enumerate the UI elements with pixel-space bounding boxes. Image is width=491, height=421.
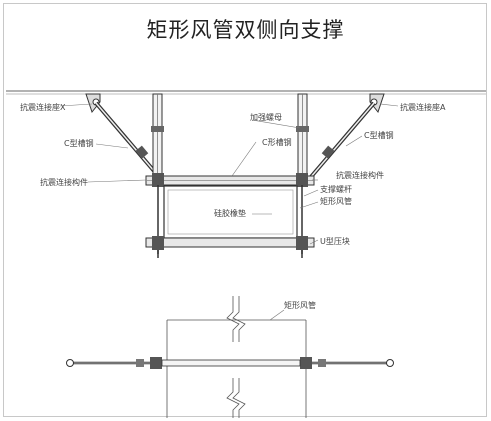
plan-wall — [166, 296, 307, 418]
label-support-rod: 支撑螺杆 — [320, 184, 352, 194]
label-seismic-conn-left: 抗震连接构件 — [40, 177, 88, 187]
label-c-channel-left: C型槽钢 — [64, 138, 94, 148]
crossbar-bottom — [145, 236, 315, 258]
label-reinforced-nut: 加强螺母 — [250, 112, 282, 122]
drawing-frame — [3, 3, 487, 417]
label-rect-duct-plan: 矩形风管 — [284, 300, 316, 310]
brace-right — [308, 101, 376, 180]
duct-elevation — [163, 185, 298, 239]
label-anchor-left: 抗震连接座X — [20, 102, 66, 112]
label-seismic-conn-right: 抗震连接构件 — [336, 170, 384, 180]
anchor-right-shape — [369, 93, 385, 114]
crossbar-top — [145, 173, 315, 187]
label-c-channel-center: C形槽钢 — [262, 137, 292, 147]
label-c-channel-right: C型槽钢 — [364, 130, 394, 140]
hanger-left — [151, 93, 164, 179]
leader-lines — [59, 103, 399, 245]
label-anchor-right: 抗震连接座A — [400, 102, 446, 112]
hanger-right — [296, 93, 309, 179]
plan-brace — [66, 357, 394, 369]
plan-leader — [269, 309, 285, 321]
label-rect-duct: 矩形风管 — [320, 196, 352, 206]
label-u-clamp: U型压块 — [320, 236, 350, 246]
brace-left — [94, 101, 162, 180]
page-title: 矩形风管双侧向支撑 — [146, 18, 345, 42]
label-rubber-pad: 硅胶橡垫 — [214, 208, 246, 218]
